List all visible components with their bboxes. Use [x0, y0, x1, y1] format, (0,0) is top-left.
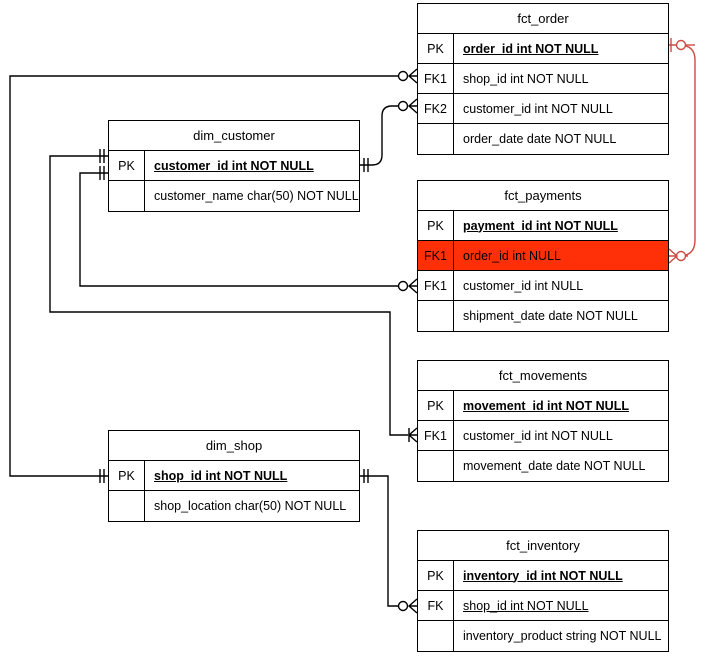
attribute-name: customer_name char(50) NOT NULL [145, 181, 359, 211]
attribute-name: customer_id int NOT NULL [454, 421, 668, 450]
attribute-key [418, 621, 454, 651]
attribute-name-text: payment_id int NOT NULL [463, 218, 618, 233]
attribute-key [418, 124, 454, 154]
attribute-name-text: shop_id int NOT NULL [154, 468, 288, 483]
attribute-name: shop_id int NOT NULL [454, 64, 668, 93]
cardinality-many-crowsfoot [668, 248, 679, 264]
attribute-row[interactable]: PK movement_id int NOT NULL [418, 391, 668, 421]
attribute-key [109, 181, 145, 211]
cardinality-zero-circle [397, 600, 409, 612]
cardinality-many-crowsfoot [407, 427, 418, 443]
connector-order-payments-highlighted[interactable] [668, 38, 696, 264]
connector-customer-order[interactable] [360, 98, 418, 172]
attribute-key [418, 301, 454, 331]
attribute-name-text: shipment_date date NOT NULL [463, 309, 638, 323]
attribute-name-text: order_id int NOT NULL [463, 41, 599, 56]
attribute-name-text: movement_date date NOT NULL [463, 459, 646, 473]
attribute-name-text: inventory_id int NOT NULL [463, 568, 623, 583]
attribute-name-text: order_id int NULL [463, 248, 561, 263]
attribute-name: shipment_date date NOT NULL [454, 301, 668, 331]
attribute-name: customer_id int NOT NULL [145, 151, 359, 180]
cardinality-zero-circle [675, 250, 687, 262]
attribute-name-text: movement_id int NOT NULL [463, 398, 629, 413]
attribute-name: movement_date date NOT NULL [454, 451, 668, 481]
attribute-name-text: order_date date NOT NULL [463, 132, 617, 146]
attribute-name-text: customer_id int NULL [463, 278, 584, 293]
attribute-name: shop_id int NOT NULL [454, 591, 668, 620]
attribute-name-text: customer_id int NOT NULL [463, 101, 613, 116]
attribute-row[interactable]: shipment_date date NOT NULL [418, 301, 668, 331]
attribute-row[interactable]: movement_date date NOT NULL [418, 451, 668, 481]
cardinality-zero-circle [675, 39, 687, 51]
attribute-name-text: customer_id int NOT NULL [463, 428, 613, 443]
cardinality-many-crowsfoot [407, 68, 418, 84]
attribute-row[interactable]: PK inventory_id int NOT NULL [418, 561, 668, 591]
entity-title-fct_payments: fct_payments [418, 181, 668, 211]
attribute-row[interactable]: order_date date NOT NULL [418, 124, 668, 154]
attribute-name: shop_location char(50) NOT NULL [145, 491, 359, 521]
attribute-key: PK [418, 391, 454, 420]
attribute-row[interactable]: PK payment_id int NOT NULL [418, 211, 668, 241]
attribute-row[interactable]: PK customer_id int NOT NULL [109, 151, 359, 181]
attribute-row[interactable]: FK1 customer_id int NOT NULL [418, 421, 668, 451]
entity-title-fct_order: fct_order [418, 4, 668, 34]
attribute-key: FK1 [418, 421, 454, 450]
attribute-name-text: shop_id int NOT NULL [463, 598, 589, 613]
cardinality-many-crowsfoot [407, 278, 418, 294]
attribute-key: FK [418, 591, 454, 620]
attribute-name-text: customer_name char(50) NOT NULL [154, 189, 359, 203]
attribute-name-text: shop_location char(50) NOT NULL [154, 499, 347, 513]
attribute-name: inventory_product string NOT NULL [454, 621, 668, 651]
attribute-name: shop_id int NOT NULL [145, 461, 359, 490]
attribute-row[interactable]: FK1 customer_id int NULL [418, 271, 668, 301]
cardinality-zero-circle [397, 280, 409, 292]
attribute-name: order_id int NULL [454, 241, 668, 270]
attribute-key: FK1 [418, 271, 454, 300]
attribute-name: payment_id int NOT NULL [454, 211, 668, 240]
attribute-key: PK [418, 561, 454, 590]
attribute-row[interactable]: FK2 customer_id int NOT NULL [418, 94, 668, 124]
attribute-name-text: customer_id int NOT NULL [154, 158, 314, 173]
attribute-key: PK [109, 151, 145, 180]
attribute-row[interactable]: FK1 order_id int NULL [418, 241, 668, 271]
attribute-key: FK1 [418, 241, 454, 270]
connector-shop-inventory[interactable] [360, 469, 418, 614]
attribute-key: FK1 [418, 64, 454, 93]
attribute-name-text: shop_id int NOT NULL [463, 71, 589, 86]
entity-title-dim_customer: dim_customer [109, 121, 359, 151]
cardinality-many-crowsfoot [407, 98, 418, 114]
cardinality-zero-circle [397, 100, 409, 112]
attribute-row[interactable]: shop_location char(50) NOT NULL [109, 491, 359, 521]
attribute-name: customer_id int NULL [454, 271, 668, 300]
attribute-row[interactable]: customer_name char(50) NOT NULL [109, 181, 359, 211]
attribute-name: customer_id int NOT NULL [454, 94, 668, 123]
attribute-row[interactable]: FK1 shop_id int NOT NULL [418, 64, 668, 94]
attribute-name: order_date date NOT NULL [454, 124, 668, 154]
attribute-key: FK2 [418, 94, 454, 123]
attribute-key: PK [418, 211, 454, 240]
attribute-key [418, 451, 454, 481]
attribute-row[interactable]: inventory_product string NOT NULL [418, 621, 668, 651]
attribute-key: PK [418, 34, 454, 63]
attribute-row[interactable]: PK order_id int NOT NULL [418, 34, 668, 64]
entity-title-fct_inventory: fct_inventory [418, 531, 668, 561]
attribute-name-text: inventory_product string NOT NULL [463, 629, 662, 643]
cardinality-many-crowsfoot [407, 598, 418, 614]
entity-title-fct_movements: fct_movements [418, 361, 668, 391]
attribute-row[interactable]: FK shop_id int NOT NULL [418, 591, 668, 621]
attribute-row[interactable]: PK shop_id int NOT NULL [109, 461, 359, 491]
attribute-key [109, 491, 145, 521]
attribute-name: movement_id int NOT NULL [454, 391, 668, 420]
entity-title-dim_shop: dim_shop [109, 431, 359, 461]
cardinality-zero-circle [397, 70, 409, 82]
attribute-name: order_id int NOT NULL [454, 34, 668, 63]
attribute-name: inventory_id int NOT NULL [454, 561, 668, 590]
attribute-key: PK [109, 461, 145, 490]
